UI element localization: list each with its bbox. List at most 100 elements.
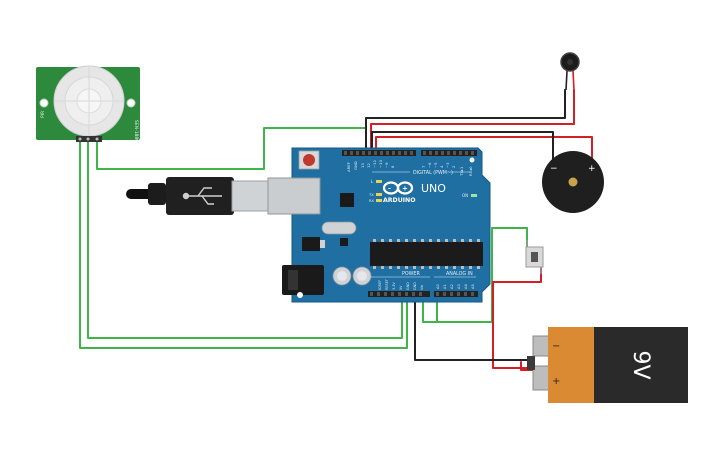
tx-led	[376, 193, 382, 196]
digital-header-label: DIGITAL (PWM~)	[413, 170, 453, 176]
pir-mount-hole-left	[39, 98, 49, 108]
board-model: UNO	[421, 182, 446, 195]
pin-label-a0: A0	[436, 284, 440, 289]
pin-label-6: ~6	[427, 162, 432, 168]
pushbutton-cap[interactable]	[531, 252, 538, 262]
usb-chip	[340, 193, 354, 207]
on-led-label: ON	[462, 193, 468, 198]
pir-label-right: SEN-18807	[133, 120, 139, 145]
bottom-header-pins	[370, 292, 474, 296]
pin-label-3v3: 3.3V	[392, 282, 396, 290]
pin-label-0: RX◂0	[468, 166, 473, 176]
pin-label-a4: A4	[464, 284, 468, 289]
pin-label-1: TX▸1	[459, 166, 464, 177]
l-led	[376, 180, 382, 183]
pin-label-a2: A2	[450, 284, 454, 289]
digital-header-left	[342, 150, 416, 156]
wire-buzzer-red[interactable]	[375, 136, 593, 169]
pin-label-3: ~3	[445, 162, 450, 168]
rx-led-label: RX	[369, 199, 374, 203]
pin-label-gnd2: GND	[413, 282, 417, 290]
pir-pin-out[interactable]	[95, 137, 99, 141]
pushbutton[interactable]	[525, 240, 544, 274]
reset-button[interactable]	[303, 154, 315, 166]
pin-label-7: 7	[421, 165, 426, 168]
power-jack-inner	[288, 270, 298, 290]
capacitor-right-top	[357, 271, 367, 281]
digital-header-pins	[344, 151, 474, 155]
wire-motor-black[interactable]	[365, 89, 566, 151]
pin-label-5v: 5V	[399, 285, 403, 290]
gnd-label: GND	[353, 161, 358, 170]
buzzer-plus: +	[588, 164, 596, 174]
logo-plus: +	[402, 185, 408, 193]
wires	[79, 89, 593, 371]
pir-sensor[interactable]: SEN-18807 PIR	[36, 65, 140, 145]
pin-label-5: ~5	[433, 162, 438, 168]
motor-center	[567, 59, 573, 65]
wire-buzzer-black[interactable]	[371, 131, 554, 169]
arduino-uno[interactable]: AREF GND 13 12 ~11 ~10 ~9 8 7 ~6 ~5 4 ~3…	[267, 147, 491, 303]
pin-label-9: ~9	[384, 162, 389, 168]
power-label: POWER	[402, 271, 420, 277]
voltage-regulator	[302, 237, 320, 251]
vibration-motor[interactable]	[560, 52, 580, 91]
buzzer-hole	[568, 177, 578, 187]
wire-battery-black[interactable]	[414, 295, 528, 361]
crystal	[321, 221, 357, 235]
tx-led-label: TX	[368, 193, 374, 197]
on-led	[471, 194, 477, 197]
analog-label: ANALOG IN	[446, 271, 473, 277]
buzzer-minus: −	[550, 164, 558, 174]
board-usb-socket	[267, 177, 321, 215]
wire-pir-vcc[interactable]	[87, 139, 403, 339]
battery-body-orange	[548, 327, 594, 403]
board-hole-bl	[297, 292, 303, 298]
wire-button-red[interactable]	[492, 267, 542, 369]
capacitor-left-top	[337, 271, 347, 281]
pin-label-vin: Vin	[420, 285, 424, 290]
pin-label-gnd1: GND	[406, 282, 410, 290]
l-led-label: L	[371, 179, 374, 184]
battery-minus-label: −	[552, 341, 560, 352]
battery-body-black	[594, 327, 688, 403]
pir-mount-hole-right	[126, 98, 136, 108]
battery-snap	[527, 356, 535, 370]
wire-pir-gnd[interactable]	[79, 139, 408, 349]
battery-voltage: 9V	[628, 350, 653, 379]
piezo-buzzer[interactable]: − +	[542, 151, 604, 213]
battery-9v[interactable]: − + 9V	[527, 327, 688, 403]
power-pin-labels: IOREF RESET 3.3V 5V GND GND Vin	[378, 278, 424, 290]
battery-terminal-plus[interactable]	[532, 365, 550, 391]
aref-label: AREF	[346, 162, 351, 172]
small-ic	[340, 238, 348, 246]
atmega-chip	[370, 239, 483, 269]
pin-label-a1: A1	[443, 284, 447, 289]
board-brand: ARDUINO	[383, 197, 415, 204]
atmega-pins-bottom	[373, 266, 480, 269]
regulator-tab	[320, 240, 325, 248]
pin-label-10: ~10	[378, 159, 383, 168]
pin-label-reset: RESET	[385, 278, 389, 290]
battery-plus-label: +	[552, 376, 560, 387]
usb-icon	[182, 187, 222, 205]
usb-plug-metal	[231, 180, 269, 212]
pin-label-11: ~11	[372, 159, 377, 168]
battery-terminal-minus[interactable]	[532, 335, 550, 357]
wire-motor-red[interactable]	[370, 89, 575, 151]
pin-label-12: 12	[366, 163, 371, 168]
pin-label-a5: A5	[471, 284, 475, 289]
pir-label-left: PIR	[40, 111, 46, 118]
wire-analog-green[interactable]	[422, 295, 438, 323]
atmega-pins-top	[373, 239, 480, 242]
pin-label-8: 8	[390, 165, 395, 168]
usb-cable[interactable]	[126, 177, 269, 215]
pin-label-a3: A3	[457, 284, 461, 289]
pin-label-4: 4	[439, 165, 444, 168]
usb-cable-boot	[148, 183, 166, 205]
wire-button-green[interactable]	[436, 227, 528, 323]
analog-pin-labels: A0 A1 A2 A3 A4 A5	[436, 284, 475, 289]
arduino-logo-icon	[382, 181, 414, 195]
pir-pin-vcc[interactable]	[86, 137, 90, 141]
pir-pin-gnd[interactable]	[78, 137, 82, 141]
